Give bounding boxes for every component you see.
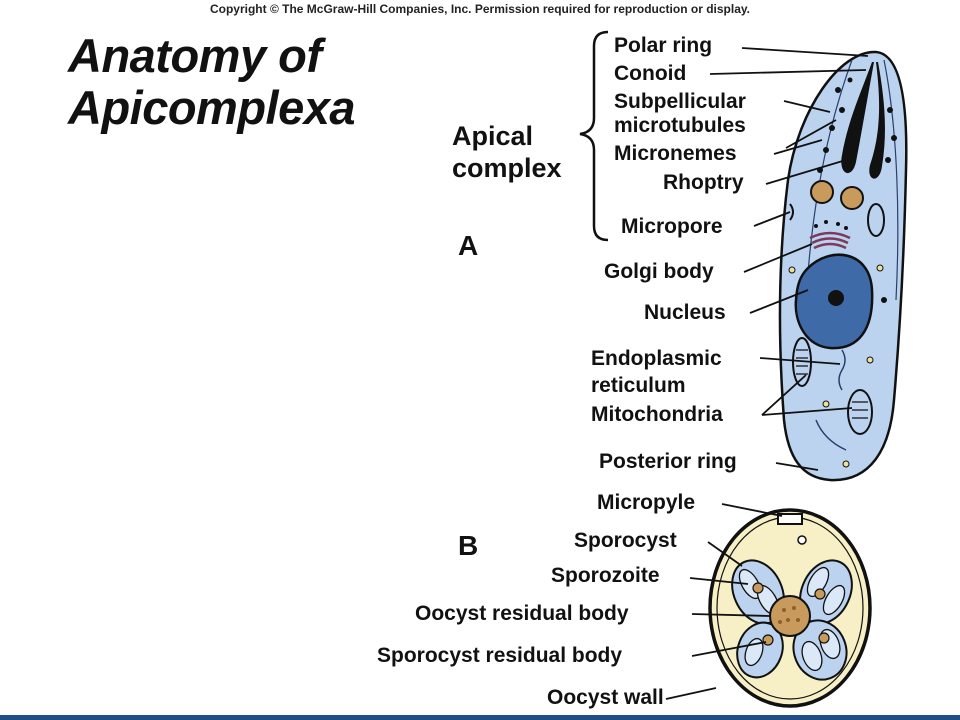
dense-granule-1: [810, 180, 834, 204]
label-sporocyst-residual-body: Sporocyst residual body: [377, 644, 623, 667]
page-title: Anatomy of Apicomplexa: [68, 29, 356, 134]
label-oocyst-wall: Oocyst wall: [547, 686, 664, 709]
label-subpellicular-2: microtubules: [614, 114, 746, 137]
rhoptry-right: [869, 62, 885, 179]
micropyle: [777, 513, 803, 525]
apical-complex-brace: [579, 30, 609, 242]
label-polar-ring: Polar ring: [614, 34, 713, 57]
title-line-2: Apicomplexa: [68, 81, 356, 134]
apical-complex-label: Apical complex: [452, 120, 562, 184]
label-mitochondria: Mitochondria: [591, 403, 723, 426]
label-posterior-ring: Posterior ring: [599, 450, 737, 473]
label-golgi-body: Golgi body: [604, 260, 714, 283]
label-micropyle: Micropyle: [597, 491, 696, 514]
title-line-1: Anatomy of: [68, 29, 322, 82]
micronemes-dots: [817, 77, 897, 173]
label-oocyst-residual-body: Oocyst residual body: [415, 602, 629, 625]
panel-label-b: B: [458, 530, 479, 561]
label-er-1: Endoplasmic: [591, 347, 722, 370]
apical-line-1: Apical: [452, 121, 534, 151]
label-er-2: reticulum: [591, 374, 686, 397]
label-rhoptry: Rhoptry: [663, 171, 744, 194]
oocyst-b: [708, 508, 872, 708]
leader-lines-b: [665, 503, 783, 700]
label-micropore: Micropore: [621, 215, 723, 238]
golgi-body: [809, 231, 851, 250]
label-nucleus: Nucleus: [644, 301, 726, 324]
micropore-notch: [789, 203, 794, 221]
apical-line-2: complex: [452, 153, 562, 183]
panel-label-a: A: [458, 230, 479, 261]
bottom-bar: [0, 715, 960, 720]
copyright-notice: Copyright © The McGraw-Hill Companies, I…: [209, 2, 751, 16]
label-sporocyst: Sporocyst: [574, 529, 677, 552]
label-sporozoite: Sporozoite: [551, 564, 660, 587]
label-subpellicular-1: Subpellicular: [614, 90, 746, 113]
oocyst-residual-body: [769, 595, 811, 637]
endoplasmic-reticulum: [838, 349, 846, 391]
leader-lines-a: [709, 47, 869, 471]
dense-granule-2: [840, 186, 864, 210]
label-micronemes: Micronemes: [614, 142, 737, 165]
sporozoite-cell-a: [778, 50, 908, 482]
label-conoid: Conoid: [614, 62, 687, 85]
rhoptry-left: [841, 62, 874, 174]
mitochondrion-2: [847, 389, 873, 435]
